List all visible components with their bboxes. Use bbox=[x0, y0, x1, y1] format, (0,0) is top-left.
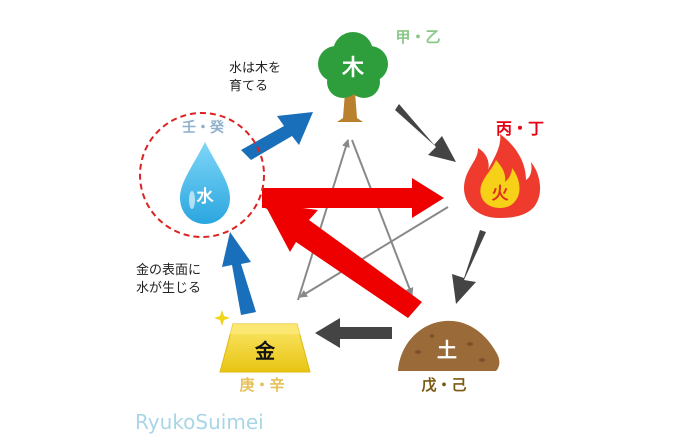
fire-glyph: 火 bbox=[492, 184, 510, 204]
highlight-arrows bbox=[222, 112, 313, 315]
earth-glyph: 土 bbox=[437, 338, 457, 362]
annotation-water-wood: 水は木を 育てる bbox=[229, 61, 282, 94]
tree-trunk bbox=[337, 92, 363, 122]
earth-mound bbox=[398, 320, 500, 371]
gold-bar-top bbox=[230, 324, 300, 334]
flame-inner bbox=[480, 160, 520, 208]
arrow-earth-to-water bbox=[264, 203, 422, 318]
water-node: 水 bbox=[180, 142, 230, 224]
fire-stems: 丙・丁 bbox=[496, 119, 544, 138]
arrow-metal-to-water bbox=[222, 232, 256, 315]
arrow-water-to-fire bbox=[262, 178, 444, 218]
fire-node: 火 bbox=[463, 134, 541, 218]
watermark: RyukoSuimei bbox=[135, 410, 264, 434]
wood-node: 木 bbox=[318, 32, 388, 122]
earth-node: 土 bbox=[398, 320, 500, 371]
earth-texture bbox=[415, 334, 485, 362]
sparkle-icon bbox=[214, 310, 230, 326]
tree-crown bbox=[318, 32, 388, 98]
metal-glyph: 金 bbox=[254, 339, 276, 363]
water-focus-circle bbox=[139, 112, 265, 238]
star-line-wood-earth bbox=[351, 139, 414, 296]
water-glyph: 水 bbox=[197, 186, 215, 207]
star-line-fire-metal bbox=[299, 206, 449, 298]
earth-stems: 戊・己 bbox=[421, 376, 466, 394]
water-stems: 壬・癸 bbox=[182, 119, 225, 136]
wood-glyph: 木 bbox=[341, 56, 365, 81]
star-line-metal-wood bbox=[297, 139, 350, 301]
arrow-wood-to-fire bbox=[395, 104, 456, 162]
water-drop bbox=[180, 142, 230, 224]
annotation-metal-water: 金の表面に 水が生じる bbox=[136, 263, 202, 296]
arrow-fire-to-earth bbox=[452, 230, 486, 304]
metal-stems: 庚・辛 bbox=[239, 376, 284, 394]
arrow-earth-to-metal bbox=[315, 318, 392, 348]
wood-stems: 甲・乙 bbox=[395, 28, 440, 46]
metal-node: 金 bbox=[214, 310, 311, 373]
water-drop-shine bbox=[189, 191, 195, 209]
arrow-water-to-wood bbox=[241, 112, 313, 160]
generating-arrows bbox=[315, 104, 486, 348]
controlling-arrows bbox=[262, 178, 444, 318]
